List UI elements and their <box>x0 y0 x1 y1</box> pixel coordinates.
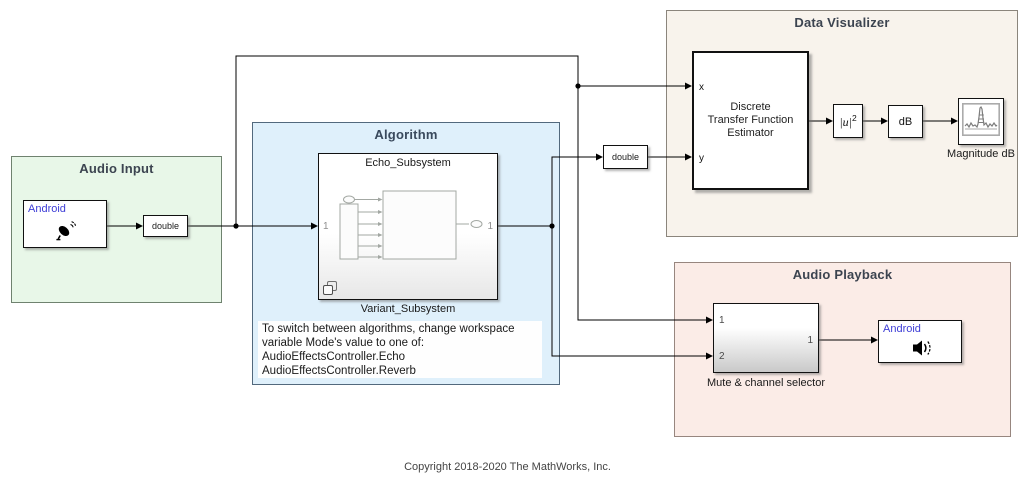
android-audio-playback-block[interactable]: Android <box>878 320 962 363</box>
speaker-icon <box>913 340 931 356</box>
discrete-transfer-function-estimator-block[interactable]: Discrete Transfer Function Estimator x y <box>692 51 809 190</box>
variant-subsystem-name: Variant_Subsystem <box>360 303 456 315</box>
annotation-line-3: AudioEffectsController.Echo <box>262 351 405 363</box>
area-title-audio-playback: Audio Playback <box>792 267 893 282</box>
magnitude-squared-block[interactable]: |u|2 <box>833 104 863 138</box>
annotation-line-4: AudioEffectsController.Reverb <box>262 365 416 377</box>
usq-base: |u| <box>839 114 852 129</box>
android-playback-label: Android <box>883 323 921 335</box>
rate-transition-double-block-1[interactable]: double <box>143 215 188 237</box>
mute-in2-label: 2 <box>719 351 725 362</box>
db-label: dB <box>898 115 913 128</box>
mute-in1-label: 1 <box>719 315 725 326</box>
annotation-line-1: To switch between algorithms, change wor… <box>262 323 515 335</box>
copyright-text: Copyright 2018-2020 The MathWorks, Inc. <box>404 461 611 473</box>
dtfe-line-1: Discrete <box>730 101 771 113</box>
annotation-line-2: variable Mode's value to one of: <box>262 337 425 349</box>
dtfe-port-x-label: x <box>699 82 704 93</box>
area-title-audio-input: Audio Input <box>79 161 154 176</box>
double-label-1: double <box>151 221 180 231</box>
db-conversion-block[interactable]: dB <box>888 105 923 138</box>
dtfe-port-y-label: y <box>699 153 704 164</box>
variant-in-port-label: 1 <box>323 221 329 232</box>
magnitude-squared-label: |u|2 <box>839 113 856 130</box>
usq-exponent: 2 <box>851 112 857 123</box>
mute-out-label: 1 <box>807 335 813 346</box>
scope-block-name: Magnitude dB <box>947 148 1015 160</box>
rate-transition-double-block-2[interactable]: double <box>603 145 648 169</box>
dtfe-line-3: Estimator <box>727 127 774 139</box>
variant-out-port-label: 1 <box>487 221 493 232</box>
dtfe-line-2: Transfer Function <box>707 114 794 126</box>
android-audio-capture-block[interactable]: Android <box>23 200 107 248</box>
area-title-data-visualizer: Data Visualizer <box>794 15 890 30</box>
algorithm-annotation-text[interactable]: To switch between algorithms, change wor… <box>258 321 542 378</box>
mute-channel-selector-name: Mute & channel selector <box>706 377 825 389</box>
dtfe-text: Discrete Transfer Function Estimator <box>708 101 794 140</box>
variant-subsystem-block[interactable]: Echo_Subsystem 1 1 <box>318 153 498 300</box>
area-title-algorithm: Algorithm <box>374 127 438 142</box>
android-block-label: Android <box>28 203 66 215</box>
spectrum-plot-icon <box>962 103 1000 136</box>
mute-channel-selector-block[interactable]: 1 2 1 <box>713 303 819 373</box>
microphone-icon <box>56 221 77 241</box>
variant-subsystem-preview-diagram <box>339 190 483 260</box>
variant-badge-icon <box>323 281 337 295</box>
double-label-2: double <box>611 152 640 162</box>
variant-subsystem-inner-title: Echo_Subsystem <box>365 157 451 169</box>
magnitude-db-scope-block[interactable] <box>958 98 1004 145</box>
